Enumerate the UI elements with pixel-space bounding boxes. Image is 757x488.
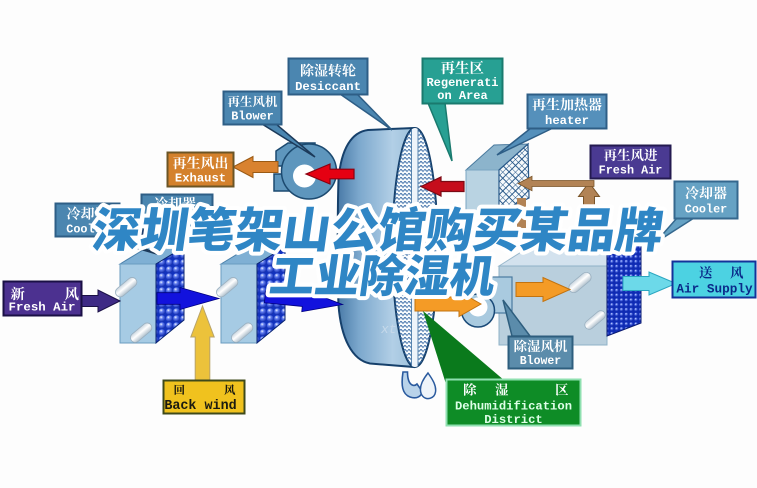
svg-text:Desiccant: Desiccant bbox=[295, 80, 361, 94]
svg-text:Dehumidification: Dehumidification bbox=[455, 400, 572, 414]
svg-text:Regenerati: Regenerati bbox=[426, 76, 498, 90]
svg-text:Fresh Air: Fresh Air bbox=[9, 301, 76, 315]
svg-text:xt: xt bbox=[380, 322, 397, 337]
svg-text:Blower: Blower bbox=[520, 355, 562, 368]
svg-text:Fresh Air: Fresh Air bbox=[599, 164, 663, 178]
svg-text:Air Supply: Air Supply bbox=[676, 282, 753, 297]
svg-text:Cooler: Cooler bbox=[685, 203, 727, 217]
svg-text:on Area: on Area bbox=[437, 89, 487, 103]
svg-text:Exhaust: Exhaust bbox=[175, 172, 226, 186]
svg-text:heater: heater bbox=[545, 114, 589, 128]
svg-text:Blower: Blower bbox=[231, 110, 273, 124]
svg-text:Back wind: Back wind bbox=[164, 399, 236, 414]
svg-text:District: District bbox=[484, 413, 543, 427]
